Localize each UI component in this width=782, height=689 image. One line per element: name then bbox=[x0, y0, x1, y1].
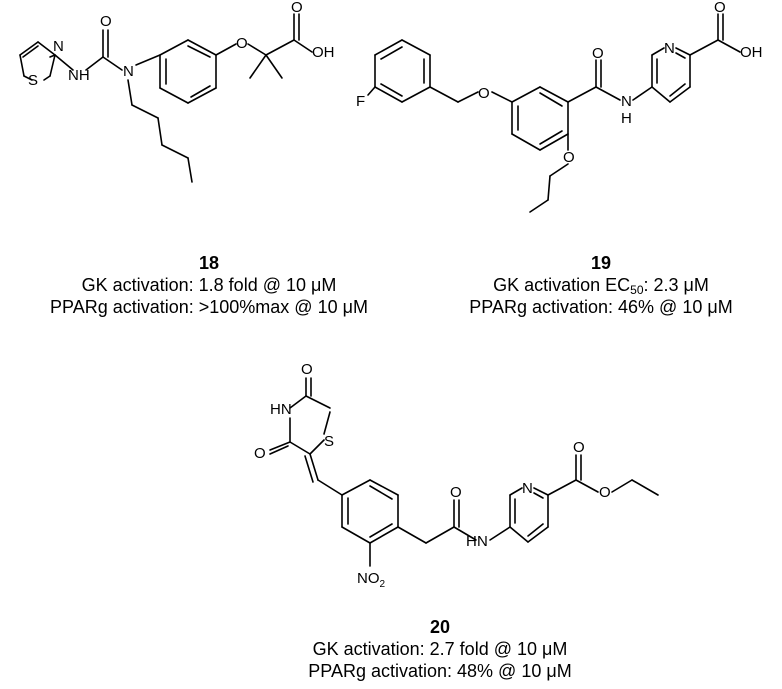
pparg-activation: PPARg activation: >100%max @ 10 μM bbox=[50, 297, 368, 317]
gk-activation: GK activation: 2.7 fold @ 10 μM bbox=[312, 639, 568, 659]
atom-o: O bbox=[592, 45, 604, 62]
structure-20 bbox=[269, 377, 659, 567]
atom-n: N bbox=[477, 533, 488, 550]
atom-no2: NO2 bbox=[357, 570, 386, 590]
atom-o: O bbox=[236, 35, 248, 52]
gk-activation: GK activation EC50: 2.3 μM bbox=[493, 275, 709, 297]
atom-o: O bbox=[573, 439, 585, 456]
atom-o: O bbox=[478, 85, 490, 102]
atom-o: O bbox=[301, 361, 313, 378]
atom-nh: NH bbox=[68, 67, 90, 84]
atom-n: N bbox=[53, 38, 64, 55]
caption-20: 20 GK activation: 2.7 fold @ 10 μM PPARg… bbox=[220, 616, 660, 682]
compound-number: 18 bbox=[198, 253, 220, 273]
atom-s: S bbox=[324, 433, 334, 450]
atom-o: O bbox=[450, 484, 462, 501]
compound-number: 19 bbox=[590, 253, 612, 273]
atom-h: H bbox=[466, 533, 477, 550]
structure-19 bbox=[367, 13, 741, 213]
atom-o: O bbox=[599, 484, 611, 501]
atom-oh: OH bbox=[740, 44, 763, 61]
atom-labels-19: F O O N H N O OH O bbox=[356, 0, 763, 166]
atom-labels-18: S N NH N O O O OH bbox=[28, 0, 335, 89]
atom-o: O bbox=[714, 0, 726, 16]
atom-oh: OH bbox=[312, 44, 335, 61]
atom-n: N bbox=[522, 480, 533, 497]
atom-n: N bbox=[621, 93, 632, 110]
atom-n: N bbox=[664, 40, 675, 57]
compound-number: 20 bbox=[429, 617, 451, 637]
atom-f: F bbox=[356, 93, 365, 110]
pparg-activation: PPARg activation: 46% @ 10 μM bbox=[469, 297, 733, 317]
atom-h: H bbox=[621, 110, 632, 127]
atom-o: O bbox=[291, 0, 303, 16]
atom-o: O bbox=[563, 149, 575, 166]
pparg-activation: PPARg activation: 48% @ 10 μM bbox=[308, 661, 572, 681]
atom-o: O bbox=[100, 13, 112, 30]
atom-labels-20: O HN S O NO2 O N H N O O bbox=[254, 361, 611, 590]
atom-n: N bbox=[123, 63, 134, 80]
gk-activation: GK activation: 1.8 fold @ 10 μM bbox=[81, 275, 337, 295]
caption-19: 19 GK activation EC50: 2.3 μM PPARg acti… bbox=[420, 252, 782, 318]
atom-o: O bbox=[254, 445, 266, 462]
caption-18: 18 GK activation: 1.8 fold @ 10 μM PPARg… bbox=[0, 252, 418, 318]
atom-s: S bbox=[28, 72, 38, 89]
atom-hn: HN bbox=[270, 401, 292, 418]
structure-18 bbox=[19, 13, 313, 183]
